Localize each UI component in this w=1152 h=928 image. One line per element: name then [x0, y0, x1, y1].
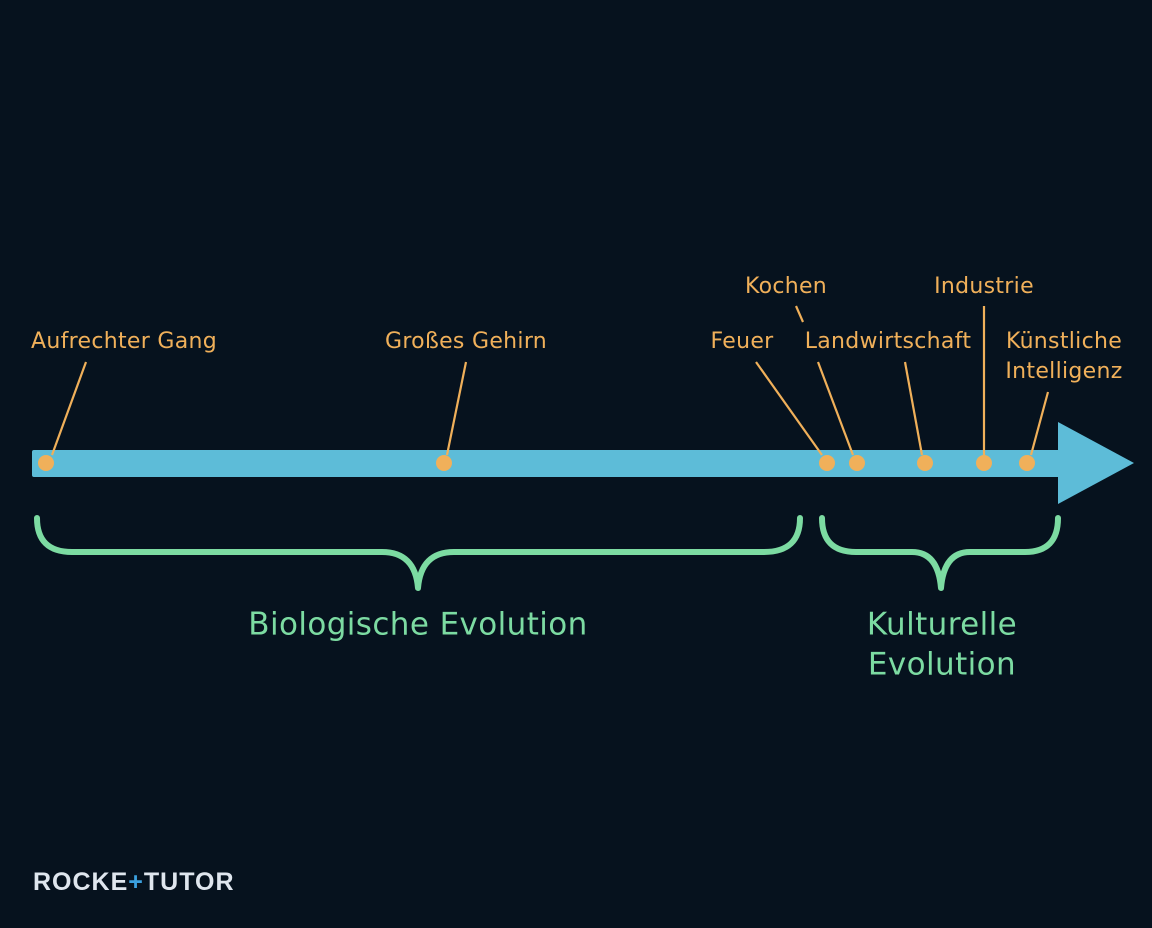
- event-label-landwirtschaft: Landwirtschaft: [805, 329, 972, 354]
- event-markers: Aufrechter Gang Großes Gehirn Feuer KochenL…: [31, 274, 1122, 471]
- event-grosses-gehirn: Großes Gehirn: [385, 329, 547, 471]
- timeline-arrow: [32, 422, 1134, 504]
- event-label-aufrechter-gang: Aufrechter Gang: [31, 329, 217, 354]
- group-label-kulturelle-evolution-line-2: Evolution: [868, 647, 1016, 683]
- event-connector-kochen: [794, 305, 805, 323]
- event-dot-grosses-gehirn: [436, 455, 452, 471]
- brace-kulturelle-evolution: [819, 515, 1061, 591]
- brand-part1: ROCKE: [33, 868, 129, 896]
- event-kochen: Kochen: [745, 274, 865, 471]
- event-connector-landwirtschaft: [816, 361, 855, 456]
- event-dot-industrie: [917, 455, 933, 471]
- event-label-grosses-gehirn: Großes Gehirn: [385, 329, 547, 354]
- group-label-biologische-evolution: Biologische Evolution: [248, 607, 587, 643]
- event-aufrechter-gang: Aufrechter Gang: [31, 329, 217, 471]
- brand-plus-icon: +: [128, 868, 144, 896]
- event-label-kuenstliche-intelligenz-line-2: Intelligenz: [1005, 359, 1122, 384]
- event-feuer: Feuer: [710, 329, 835, 471]
- event-dot-industrie: [976, 455, 992, 471]
- event-label-kochen: Kochen: [745, 274, 827, 299]
- brace-biologische-evolution: [34, 515, 803, 591]
- group-label-kulturelle-evolution-line-1: Kulturelle: [867, 607, 1017, 643]
- timeline-arrow-shaft: [32, 450, 1072, 477]
- event-dot-kuenstliche-intelligenz: [1019, 455, 1035, 471]
- event-label-industrie: Industrie: [934, 274, 1034, 299]
- group-braces: [34, 515, 1061, 591]
- event-connector-feuer: [755, 361, 823, 456]
- event-industrie: Industrie: [903, 274, 1034, 471]
- event-connector-aufrechter-gang: [50, 361, 88, 456]
- brand-logo: ROCKE+TUTOR: [33, 868, 235, 897]
- event-connector-kuenstliche-intelligenz: [1029, 391, 1050, 456]
- brand-part2: TUTOR: [143, 868, 235, 896]
- event-connector-industrie: [903, 361, 924, 456]
- event-label-kuenstliche-intelligenz-line-1: Künstliche: [1006, 329, 1122, 354]
- event-landwirtschaft: Landwirtschaft: [805, 329, 972, 456]
- event-dot-aufrechter-gang: [38, 455, 54, 471]
- event-dot-feuer: [819, 455, 835, 471]
- event-connector-grosses-gehirn: [445, 361, 468, 456]
- timeline-arrow-head: [1058, 422, 1134, 504]
- event-dot-kochen: [849, 455, 865, 471]
- event-label-feuer: Feuer: [710, 329, 774, 354]
